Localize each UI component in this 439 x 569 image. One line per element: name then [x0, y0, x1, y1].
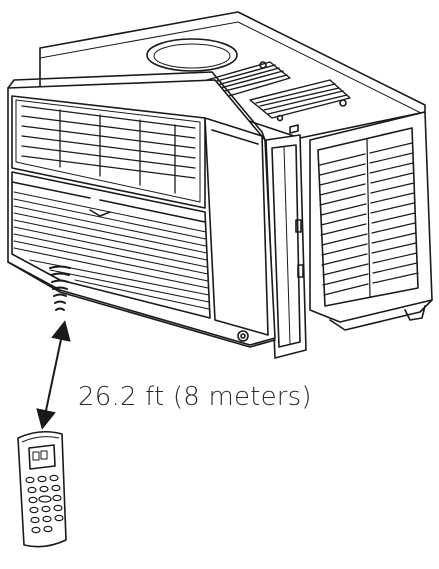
range-distance-label: 26.2 ft (8 meters) [78, 382, 312, 412]
air-conditioner-icon [7, 11, 433, 359]
infrared-signal-icon [49, 265, 71, 311]
double-headed-arrow-icon [36, 320, 71, 430]
remote-control-icon [17, 430, 67, 548]
